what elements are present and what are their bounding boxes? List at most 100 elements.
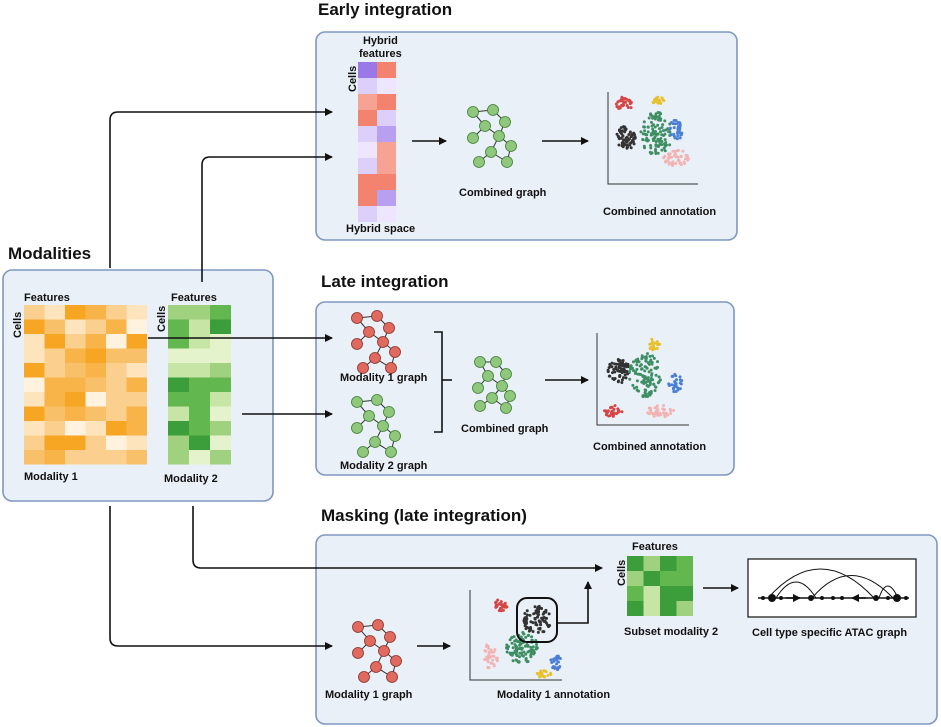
heatmap-cell — [44, 406, 65, 421]
heatmap-cell — [44, 450, 65, 465]
heatmap-cell — [168, 406, 189, 421]
late-modality1-graph-label: Modality 1 graph — [340, 372, 428, 384]
atac-graph-label: Cell type specific ATAC graph — [752, 627, 908, 639]
heatmap-cell — [189, 334, 210, 349]
modality2-cells-label: Cells — [156, 305, 168, 332]
heatmap-cell — [126, 348, 147, 363]
heatmap-cell — [126, 334, 147, 349]
late-combined-annotation-label: Combined annotation — [593, 441, 707, 453]
heatmap-cell — [85, 377, 106, 392]
heatmap-cell — [676, 571, 693, 586]
heatmap-cell — [126, 392, 147, 407]
heatmap-cell — [85, 392, 106, 407]
heatmap-cell — [106, 334, 127, 349]
selected-cluster-box — [516, 597, 558, 643]
arrow-modality1-to-masking — [109, 506, 333, 650]
graph-node — [357, 446, 369, 458]
modality1-label: Modality 1 — [24, 471, 78, 483]
arrow-modality1-to-early — [109, 108, 333, 268]
heatmap-cell — [358, 78, 377, 94]
graph-node — [389, 346, 401, 358]
graph-node — [496, 380, 508, 392]
graph-node — [493, 130, 505, 142]
network-graph — [472, 356, 516, 414]
heatmap-cell — [210, 392, 231, 407]
heatmap-cell — [126, 421, 147, 436]
heatmap-cell — [126, 450, 147, 465]
heatmap-cell — [106, 348, 127, 363]
graph-node — [385, 446, 397, 458]
heatmap-cell — [189, 348, 210, 363]
network-graph — [352, 619, 402, 683]
graph-node — [479, 120, 491, 132]
heatmap-cell — [168, 348, 189, 363]
graph-node — [383, 406, 395, 418]
heatmap-cell — [627, 556, 644, 571]
heatmap-cell — [106, 377, 127, 392]
arrow-modality2-to-masking — [192, 506, 603, 572]
heatmap-cell — [210, 377, 231, 392]
heatmap-cell — [106, 392, 127, 407]
heatmap-cell — [377, 94, 396, 110]
heatmap-cell — [126, 363, 147, 378]
heatmap-cell — [358, 190, 377, 206]
heatmap-cell — [358, 110, 377, 126]
annotation-scatter — [469, 590, 562, 681]
annotation-scatter — [607, 92, 698, 185]
heatmap-cell — [106, 421, 127, 436]
heatmap-cell — [660, 556, 677, 571]
heatmap-cell — [168, 305, 189, 320]
heatmap-cell — [85, 305, 106, 320]
graph-node — [357, 362, 369, 374]
heatmap-cell — [643, 571, 660, 586]
heatmap-cell — [65, 406, 86, 421]
heatmap-cell — [65, 377, 86, 392]
heatmap-cell — [65, 305, 86, 320]
heatmap-cell — [660, 571, 677, 586]
heatmap-cell — [189, 319, 210, 334]
merge-bracket — [434, 331, 443, 433]
heatmap-cell — [377, 174, 396, 190]
graph-node — [369, 436, 381, 448]
graph-node — [351, 396, 363, 408]
modalities-title: Modalities — [8, 244, 92, 263]
graph-node — [487, 104, 499, 116]
hybrid-heatmap — [358, 62, 396, 222]
graph-node — [372, 619, 384, 631]
modality2-label: Modality 2 — [164, 473, 218, 485]
heatmap-cell — [189, 450, 210, 465]
hybrid-features-line2: features — [359, 48, 402, 60]
modality1-features-label: Features — [24, 292, 70, 304]
heatmap-cell — [358, 142, 377, 158]
graph-node — [505, 140, 517, 152]
late-integration-panel — [315, 301, 735, 476]
heatmap-cell — [126, 377, 147, 392]
heatmap-cell — [358, 174, 377, 190]
graph-node — [390, 655, 402, 667]
heatmap-cell — [44, 377, 65, 392]
heatmap-cell — [65, 319, 86, 334]
subset-modality2-heatmap — [627, 556, 693, 616]
graph-node — [486, 392, 498, 404]
heatmap-cell — [85, 421, 106, 436]
graph-node — [499, 116, 511, 128]
heatmap-cell — [106, 319, 127, 334]
graph-node — [504, 390, 516, 402]
heatmap-cell — [24, 392, 45, 407]
heatmap-cell — [210, 363, 231, 378]
heatmap-cell — [676, 586, 693, 601]
heatmap-cell — [168, 421, 189, 436]
modality2-heatmap — [168, 305, 231, 465]
heatmap-cell — [106, 305, 127, 320]
heatmap-cell — [85, 435, 106, 450]
graph-node — [363, 410, 375, 422]
heatmap-cell — [210, 305, 231, 320]
heatmap-cell — [377, 158, 396, 174]
heatmap-cell — [126, 305, 147, 320]
heatmap-cell — [24, 363, 45, 378]
heatmap-cell — [210, 319, 231, 334]
heatmap-cell — [168, 392, 189, 407]
heatmap-cell — [44, 334, 65, 349]
graph-node — [358, 671, 370, 683]
graph-node — [351, 338, 363, 350]
